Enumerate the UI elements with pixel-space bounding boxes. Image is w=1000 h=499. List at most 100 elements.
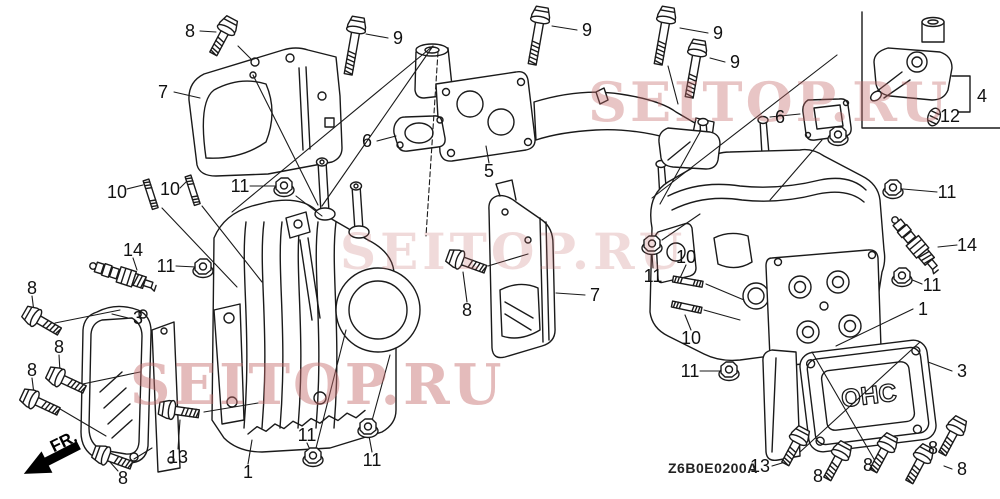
part-callout-8: 8 — [53, 337, 65, 357]
spark-plug-right — [886, 211, 945, 277]
part-callout-8: 8 — [927, 438, 939, 458]
inset-box — [862, 12, 1000, 128]
leader-line — [938, 245, 957, 247]
leader-line — [366, 34, 388, 38]
flange-nut — [192, 258, 214, 279]
leader-line — [903, 189, 937, 192]
part-callout-1: 1 — [242, 462, 254, 482]
flange-nut — [827, 126, 849, 147]
flange-nut — [357, 418, 379, 439]
leader-line — [770, 114, 800, 117]
leader-line — [800, 342, 920, 452]
part-callout-6: 6 — [774, 107, 786, 127]
leader-line — [112, 314, 128, 318]
leader-line — [369, 436, 372, 452]
part-callout-3: 3 — [956, 361, 968, 381]
part-callout-8: 8 — [862, 455, 874, 475]
diagram-code: Z6B0E0200A — [668, 460, 758, 476]
flange-bolt — [19, 302, 65, 341]
part-callout-6: 6 — [361, 131, 373, 151]
leader-line — [662, 214, 700, 240]
part-callout-11: 11 — [680, 361, 700, 381]
leader-line — [232, 46, 433, 212]
part-callout-8: 8 — [812, 466, 824, 486]
part-callout-10: 10 — [675, 247, 697, 267]
leader-line — [685, 315, 691, 330]
part-callout-5: 5 — [483, 161, 495, 181]
part-callout-9: 9 — [712, 23, 724, 43]
leader-line — [253, 75, 318, 205]
stud-bolt — [184, 174, 201, 207]
leader-line — [296, 196, 322, 216]
cylinder-head — [650, 117, 885, 367]
flange-nut — [891, 267, 913, 288]
leader-line — [78, 372, 140, 385]
part-callout-11: 11 — [922, 275, 942, 295]
centerline-dashed — [426, 52, 438, 236]
part-callout-11: 11 — [156, 256, 176, 276]
flange-nut — [302, 447, 324, 468]
leader-line — [770, 140, 822, 200]
part-callout-13: 13 — [749, 456, 771, 476]
leader-line — [680, 265, 686, 278]
part-callout-9: 9 — [729, 52, 741, 72]
leader-line — [463, 272, 467, 302]
leader-line — [668, 66, 678, 104]
flange-bolt-long — [679, 37, 710, 100]
cooling-fin — [262, 222, 265, 428]
part-callout-11: 11 — [297, 425, 317, 445]
flange-bolt-long — [338, 14, 369, 77]
valve-cover-right: OHC — [763, 339, 938, 461]
part-callout-8: 8 — [956, 459, 968, 479]
leader-line — [55, 406, 106, 436]
leader-line — [176, 266, 196, 267]
part-callout-9: 9 — [392, 28, 404, 48]
cylinder-barrel — [212, 158, 420, 452]
spark-plug-left — [86, 256, 159, 295]
cooling-fin — [280, 222, 283, 428]
part-callout-12: 12 — [939, 106, 961, 126]
part-callout-11: 11 — [230, 176, 250, 196]
leader-line — [812, 352, 878, 466]
fr-direction-arrow — [23, 441, 81, 474]
part-callout-7: 7 — [589, 285, 601, 305]
leader-lines — [32, 26, 957, 474]
leader-line — [133, 258, 137, 270]
part-callout-10: 10 — [680, 328, 702, 348]
leader-line — [315, 330, 346, 452]
part-callout-7: 7 — [157, 82, 169, 102]
part-callout-9: 9 — [581, 20, 593, 40]
pellet-12 — [926, 107, 943, 128]
leader-line — [238, 46, 252, 60]
heat-shield-center — [489, 180, 555, 358]
part-callout-10: 10 — [106, 182, 128, 202]
leader-line — [322, 46, 433, 206]
leader-line — [944, 466, 952, 469]
leader-line — [552, 26, 577, 30]
flange-nut — [273, 177, 295, 198]
leader-line — [706, 284, 744, 300]
leader-line — [704, 310, 740, 320]
leader-line — [202, 206, 262, 282]
manifold-gasket-left — [394, 116, 445, 151]
part-callout-4: 4 — [976, 86, 988, 106]
flange-bolt-long — [522, 4, 553, 67]
flange-nut — [718, 361, 740, 382]
flange-nut — [882, 179, 904, 200]
leader-line — [556, 293, 585, 295]
leader-line — [680, 28, 708, 33]
cooling-fin — [244, 222, 247, 428]
leader-line — [370, 355, 390, 428]
leader-line — [55, 310, 120, 323]
leader-line — [710, 58, 725, 62]
leader-line — [178, 420, 180, 449]
leader-line — [174, 92, 200, 98]
leader-line — [652, 55, 837, 198]
stud-bolt — [142, 178, 159, 211]
leader-line — [377, 136, 396, 141]
part-callout-14: 14 — [122, 240, 144, 260]
part-callout-14: 14 — [956, 235, 978, 255]
part-callout-13: 13 — [167, 447, 189, 467]
